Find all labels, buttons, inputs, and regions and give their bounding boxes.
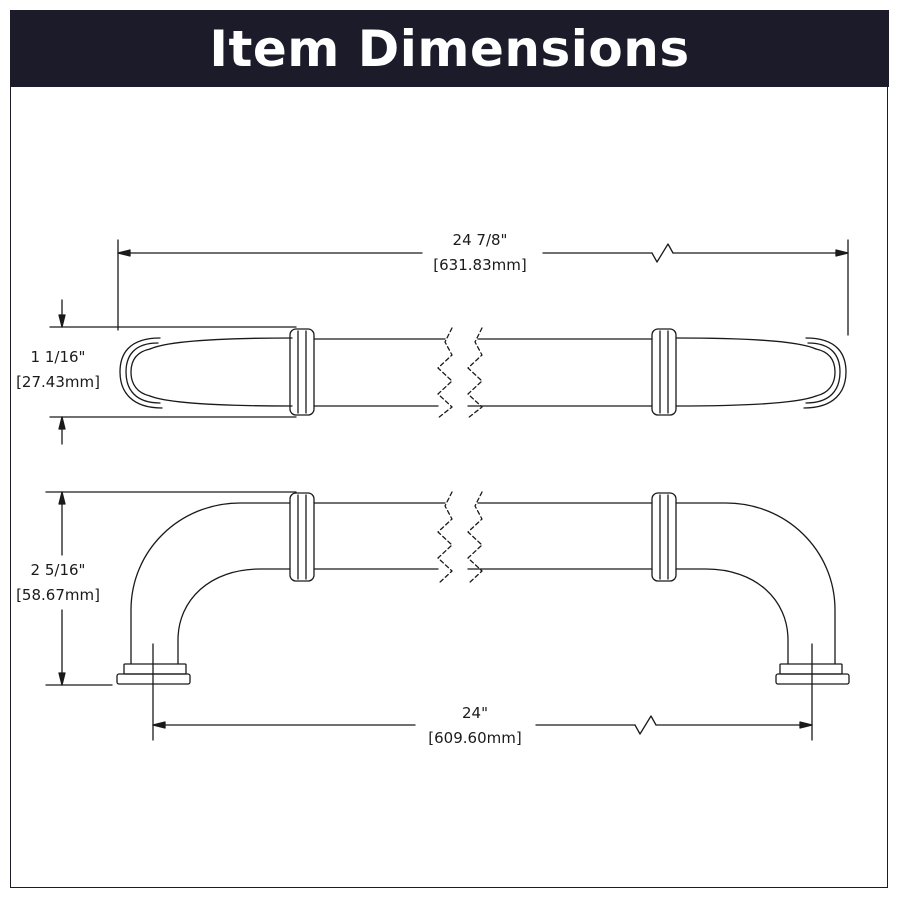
overall-length-imperial: 24 7/8" <box>453 231 508 249</box>
center-metric: [609.60mm] <box>428 729 521 747</box>
side-view-handle <box>116 491 850 741</box>
depth-imperial: 1 1/16" <box>31 348 86 366</box>
center-dimension <box>152 715 813 735</box>
depth-metric: [27.43mm] <box>16 373 100 391</box>
projection-imperial: 2 5/16" <box>31 561 86 579</box>
overall-length-dimension <box>117 239 849 336</box>
projection-metric: [58.67mm] <box>16 586 100 604</box>
projection-dimension <box>45 491 297 686</box>
page-title: Item Dimensions <box>209 19 690 78</box>
top-view-handle <box>119 327 847 419</box>
overall-length-metric: [631.83mm] <box>433 256 526 274</box>
depth-dimension <box>49 299 297 445</box>
center-imperial: 24" <box>462 704 488 722</box>
drawing-frame <box>10 10 888 888</box>
header-bar: Item Dimensions <box>10 10 889 87</box>
